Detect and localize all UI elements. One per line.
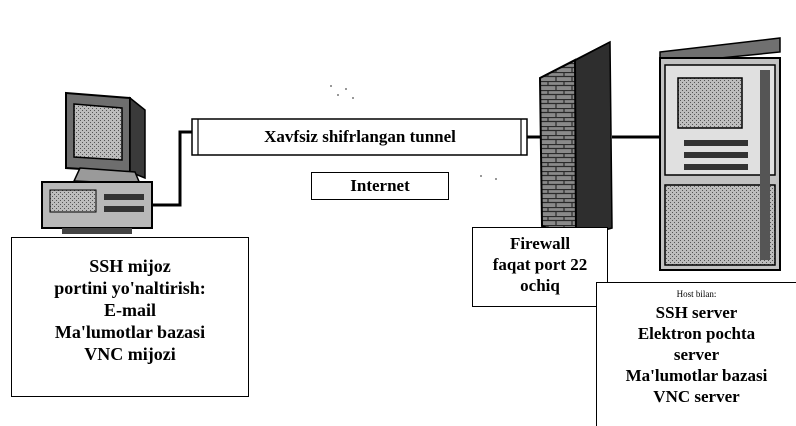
server-line-5: VNC server	[597, 386, 796, 407]
firewall-line-3: ochiq	[473, 275, 607, 296]
server-line-1: SSH server	[597, 302, 796, 323]
client-line-5: VNC mijozi	[12, 343, 248, 365]
client-box: SSH mijoz portini yo'naltirish: E-mail M…	[11, 237, 249, 397]
server-tower-icon	[660, 38, 780, 270]
firewall-box: Firewall faqat port 22 ochiq	[472, 227, 608, 307]
tunnel-label: Xavfsiz shifrlangan tunnel	[200, 127, 520, 147]
firewall-icon	[540, 42, 612, 238]
server-caption: Host bilan:	[597, 289, 796, 300]
server-line-2: Elektron pochta	[597, 323, 796, 344]
client-line-3: E-mail	[12, 299, 248, 321]
firewall-line-1: Firewall	[473, 233, 607, 254]
computer-icon	[42, 93, 152, 234]
firewall-line-2: faqat port 22	[473, 254, 607, 275]
server-line-3: server	[597, 344, 796, 365]
internet-label: Internet	[311, 172, 449, 200]
server-line-4: Ma'lumotlar bazasi	[597, 365, 796, 386]
client-line-1: SSH mijoz	[12, 255, 248, 277]
client-line-2: portini yo'naltirish:	[12, 277, 248, 299]
client-line-4: Ma'lumotlar bazasi	[12, 321, 248, 343]
server-box: Host bilan: SSH server Elektron pochta s…	[596, 282, 796, 426]
